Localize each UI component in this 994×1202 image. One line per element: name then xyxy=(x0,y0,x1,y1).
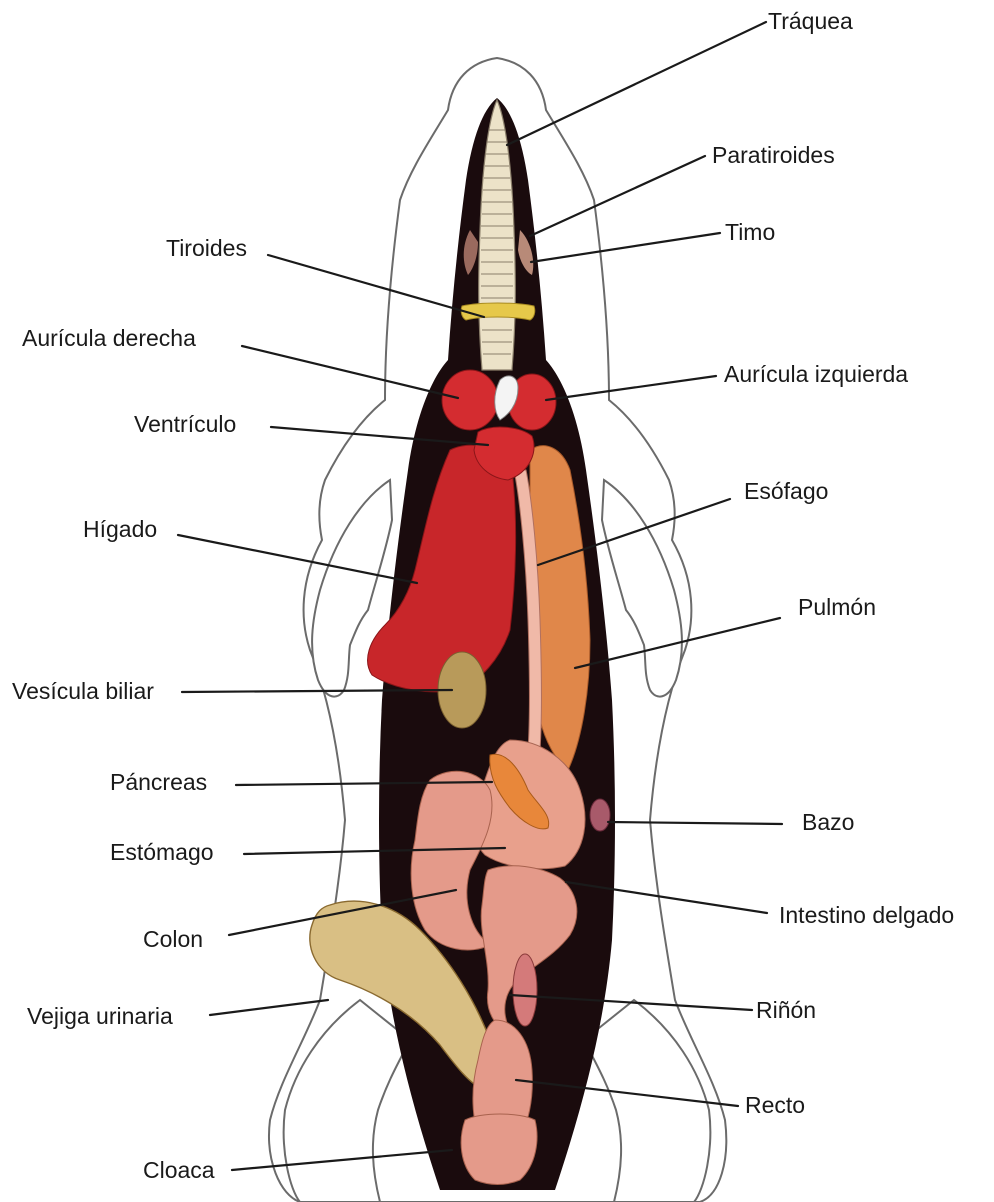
label-tiroides: Tiroides xyxy=(166,237,247,260)
spleen xyxy=(590,799,610,831)
kidney xyxy=(513,954,537,1026)
label-auricula-izquierda: Aurícula izquierda xyxy=(724,363,908,386)
label-bazo: Bazo xyxy=(802,811,854,834)
label-paratiroides: Paratiroides xyxy=(712,144,835,167)
thyroid xyxy=(461,303,535,320)
label-recto: Recto xyxy=(745,1094,805,1117)
label-timo: Timo xyxy=(725,221,775,244)
label-pancreas: Páncreas xyxy=(110,771,207,794)
label-estomago: Estómago xyxy=(110,841,214,864)
leader-vejiga-urinaria xyxy=(210,1000,328,1015)
label-auricula-derecha: Aurícula derecha xyxy=(22,327,196,350)
label-pulmon: Pulmón xyxy=(798,596,876,619)
label-vejiga-urinaria: Vejiga urinaria xyxy=(27,1005,173,1028)
label-vesicula-biliar: Vesícula biliar xyxy=(12,680,154,703)
label-intestino-delgado: Intestino delgado xyxy=(779,904,954,927)
label-traquea: Tráquea xyxy=(768,10,853,33)
label-ventriculo: Ventrículo xyxy=(134,413,236,436)
label-cloaca: Cloaca xyxy=(143,1159,215,1182)
label-esofago: Esófago xyxy=(744,480,828,503)
label-higado: Hígado xyxy=(83,518,157,541)
label-colon: Colon xyxy=(143,928,203,951)
label-rinon: Riñón xyxy=(756,999,816,1022)
right-atrium xyxy=(442,370,498,430)
cloaca xyxy=(461,1114,537,1185)
leader-traquea xyxy=(507,22,766,145)
